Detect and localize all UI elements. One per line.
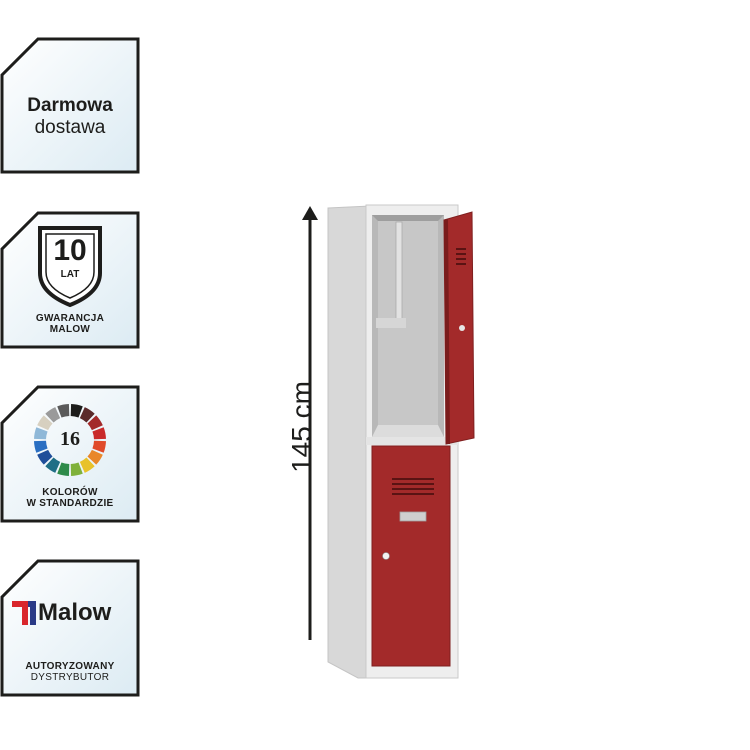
color-wheel-segment (34, 427, 48, 440)
color-wheel-icon (34, 404, 106, 476)
color-wheel-segment (45, 457, 61, 473)
warranty-unit: LAT (60, 269, 80, 280)
colors-badge: 16 KOLORÓW W STANDARDZIE (0, 385, 140, 523)
color-wheel-segment (87, 449, 103, 465)
color-wheel-segment (70, 462, 83, 476)
height-arrow (302, 206, 318, 640)
warranty-line1: GWARANCJA (35, 313, 105, 324)
badge-frame (0, 559, 140, 697)
badge-frame (0, 385, 140, 523)
badge-frame (0, 211, 140, 349)
delivery-line1: Darmowa (27, 95, 113, 116)
locker-image (327, 204, 475, 679)
delivery-line2: dostawa (34, 117, 106, 138)
warranty-years: 10 (53, 234, 87, 267)
colors-line1: KOLORÓW (42, 487, 98, 498)
color-wheel-segment (45, 407, 61, 423)
colors-count: 16 (60, 428, 80, 450)
color-wheel-segment (87, 415, 103, 431)
warranty-badge: 10 LAT GWARANCJA MALOW (0, 211, 140, 349)
warranty-line2: MALOW (49, 324, 91, 335)
color-wheel-segment (57, 404, 70, 418)
malow-logo-icon (12, 601, 36, 625)
color-wheel-segment (92, 440, 106, 453)
color-wheel-segment (34, 440, 48, 453)
color-wheel-segment (37, 415, 53, 431)
brand-line1: AUTORYZOWANY (25, 661, 115, 672)
color-wheel-segment (79, 457, 95, 473)
authorized-distributor-badge: Malow AUTORYZOWANY DYSTRYBUTOR (0, 559, 140, 697)
badge-frame (0, 37, 140, 174)
brand-line2: DYSTRYBUTOR (30, 672, 110, 683)
colors-line2: W STANDARDZIE (26, 498, 114, 509)
color-wheel-segment (70, 404, 83, 418)
shield-icon (38, 226, 102, 308)
free-delivery-badge: Darmowa dostawa (0, 37, 140, 174)
color-wheel-segment (57, 462, 70, 476)
color-wheel-segment (92, 427, 106, 440)
brand-name: Malow (38, 599, 112, 626)
color-wheel-segment (79, 407, 95, 423)
color-wheel-segment (37, 449, 53, 465)
